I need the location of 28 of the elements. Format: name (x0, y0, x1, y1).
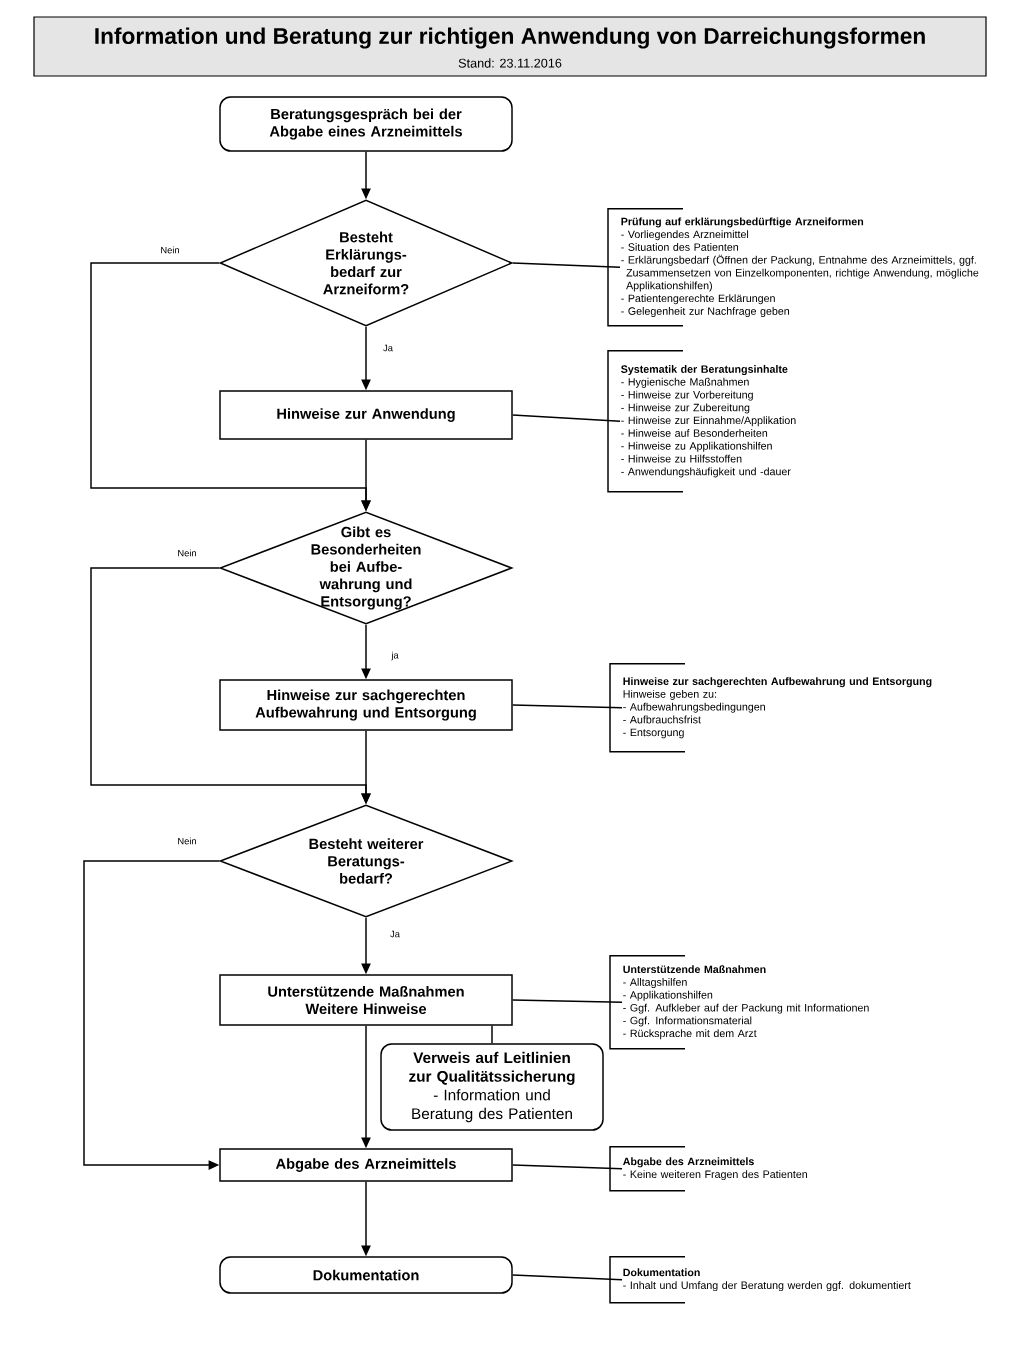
edge-label: ja (390, 650, 400, 662)
edge-label: Nein (176, 548, 198, 558)
process-box: Abgabe des Arzneimittels (219, 1148, 513, 1182)
edge-label: Nein (159, 245, 181, 255)
connector-line (512, 262, 621, 268)
annotation-bracket: Unterstützende Maßnahmen - Alltagshilfen - Applikationshilfen - Ggf. Aufkleber auf der Packung mit Informationen - Ggf. Informationsmaterial - Rücksprache mit dem Arzt (609, 954, 869, 1050)
rounded-box: Dokumentation (219, 1256, 513, 1294)
connector-line (512, 414, 621, 422)
arrow (83, 860, 220, 1170)
process-box: Hinweise zur sachgerechten Aufbewahrung und Entsorgung (219, 679, 513, 731)
connector-line (512, 1164, 623, 1170)
connector-line (491, 1025, 493, 1044)
annotation-bracket: Abgabe des Arzneimittels - Keine weiteren Fragen des Patienten (609, 1145, 807, 1192)
process-box: Unterstützende Maßnahmen Weitere Hinweise (219, 974, 513, 1026)
edge-label: Ja (388, 929, 402, 939)
connector-line (512, 1274, 623, 1281)
annotation-bracket: Dokumentation - Inhalt und Umfang der Beratung werden ggf. dokumentiert (609, 1255, 911, 1304)
edge-label: Nein (176, 836, 198, 846)
edge-label: Ja (381, 343, 395, 353)
process-box: Hinweise zur Anwendung (219, 390, 513, 440)
connector-line (512, 999, 623, 1003)
annotation-bracket: Hinweise zur sachgerechten Aufbewahrung und Entsorgung Hinweise geben zu: - Aufbewahrungsbedingungen - Aufbrauchsfrist - Entsorgung (609, 662, 932, 753)
rounded-box: Beratungsgespräch bei der Abgabe eines Arzneimittels (219, 96, 513, 152)
date-label: Stand: 23.11.2016 (458, 58, 562, 68)
rounded-box: Verweis auf Leitlinien zur Qualitätssicherung - Information und Beratung des Patienten (380, 1043, 604, 1131)
connector-line (512, 704, 623, 709)
annotation-bracket: Systematik der Beratungsinhalte - Hygienische Maßnahmen - Hinweise zur Vorbereitung - Hinweise zur Zubereitung - Hinweise zur Einnahme/Applikation - Hinweise auf Besonderheiten - Hinweise zu Applikationshilfen - Hinweise zu Hilfsstoffen - Anwendungshäufigkeit und -dauer (607, 349, 796, 493)
annotation-bracket: Prüfung auf erklärungsbedürftige Arzneiformen - Vorliegendes Arzneimittel - Situation des Patienten - Erklärungsbedarf (Öffnen der Packung, Entnahme des Arzneimittels, ggf. Zusammensetzen von Einzelkomponenten, richtige Anwendung, mögliche Applikationshilfen) - Patientengerechte Erklärungen - Gelegenheit zur Nachfrage geben (607, 207, 979, 327)
